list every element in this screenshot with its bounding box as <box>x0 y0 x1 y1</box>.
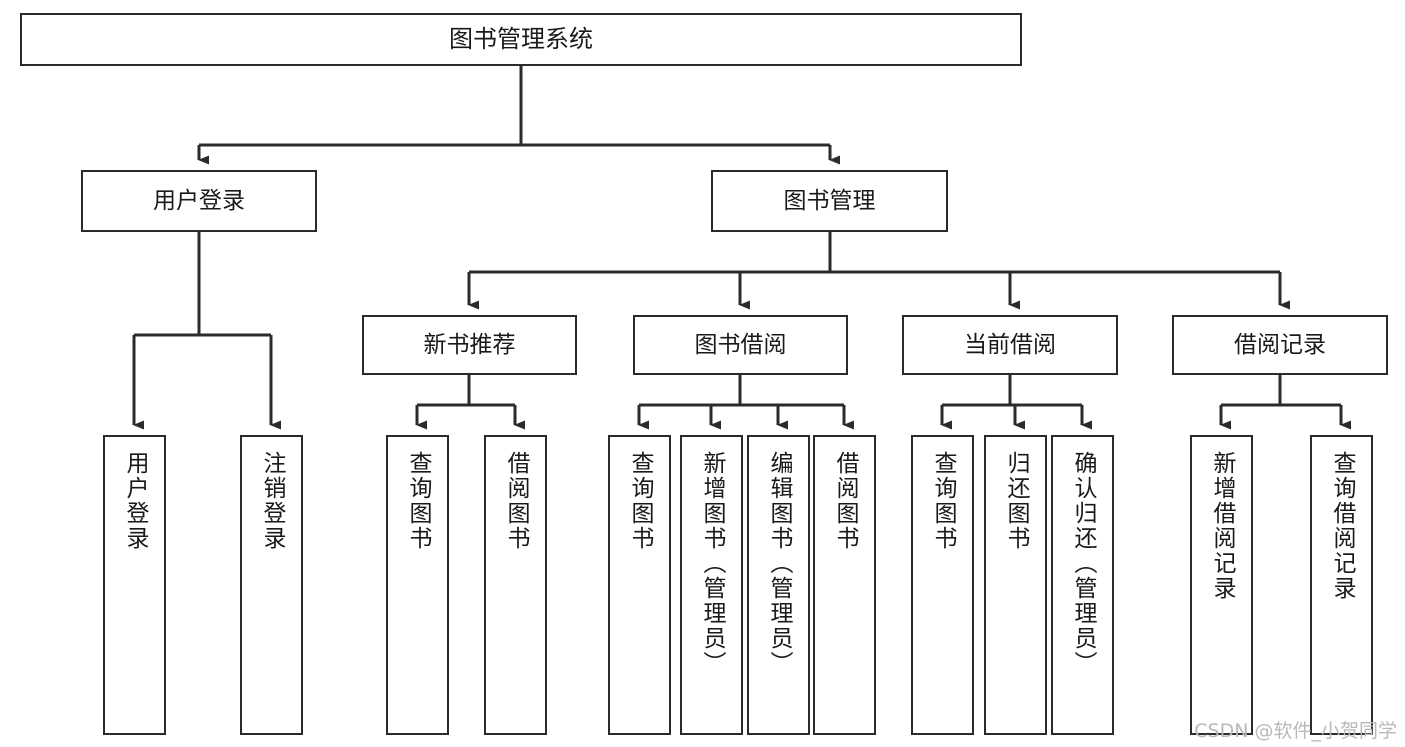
node-book-borrow-label: 图书借阅 <box>694 331 787 358</box>
node-user-login[interactable]: 用户登录 <box>81 170 317 232</box>
leaf-logout-label: 注销登录 <box>259 451 285 551</box>
leaf-query-book-1[interactable]: 查询图书 <box>386 435 449 735</box>
leaf-query-book-3-label: 查询图书 <box>930 451 956 551</box>
leaf-edit-book-label: 编辑图书（管理员） <box>766 451 792 676</box>
node-new-book-recommend-label: 新书推荐 <box>423 331 516 358</box>
leaf-return-book-label: 归还图书 <box>1003 451 1029 551</box>
leaf-user-login-label: 用户登录 <box>122 451 148 551</box>
leaf-logout[interactable]: 注销登录 <box>240 435 303 735</box>
node-root-label: 图书管理系统 <box>449 24 593 53</box>
leaf-query-borrow-record-label: 查询借阅记录 <box>1329 451 1355 601</box>
leaf-borrow-book-1[interactable]: 借阅图书 <box>484 435 547 735</box>
node-book-manage-label: 图书管理 <box>783 187 876 214</box>
node-new-book-recommend[interactable]: 新书推荐 <box>362 315 577 375</box>
node-current-borrow[interactable]: 当前借阅 <box>902 315 1118 375</box>
leaf-user-login[interactable]: 用户登录 <box>103 435 166 735</box>
leaf-query-book-3[interactable]: 查询图书 <box>911 435 974 735</box>
leaf-add-book[interactable]: 新增图书（管理员） <box>680 435 743 735</box>
node-book-manage[interactable]: 图书管理 <box>711 170 948 232</box>
watermark: CSDN @软件_小贺同学 <box>1194 720 1397 742</box>
leaf-add-book-label: 新增图书（管理员） <box>699 451 725 676</box>
leaf-query-borrow-record[interactable]: 查询借阅记录 <box>1310 435 1373 735</box>
leaf-borrow-book-2-label: 借阅图书 <box>832 451 858 551</box>
leaf-edit-book[interactable]: 编辑图书（管理员） <box>747 435 810 735</box>
leaf-borrow-book-1-label: 借阅图书 <box>503 451 529 551</box>
node-borrow-record-label: 借阅记录 <box>1234 331 1326 358</box>
node-current-borrow-label: 当前借阅 <box>964 331 1056 358</box>
leaf-query-book-2[interactable]: 查询图书 <box>608 435 671 735</box>
leaf-add-borrow-record[interactable]: 新增借阅记录 <box>1190 435 1253 735</box>
node-borrow-record[interactable]: 借阅记录 <box>1172 315 1388 375</box>
leaf-add-borrow-record-label: 新增借阅记录 <box>1209 451 1235 601</box>
leaf-confirm-return[interactable]: 确认归还（管理员） <box>1051 435 1114 735</box>
leaf-borrow-book-2[interactable]: 借阅图书 <box>813 435 876 735</box>
leaf-confirm-return-label: 确认归还（管理员） <box>1070 451 1096 676</box>
node-user-login-label: 用户登录 <box>153 187 245 214</box>
leaf-query-book-2-label: 查询图书 <box>627 451 653 551</box>
leaf-return-book[interactable]: 归还图书 <box>984 435 1047 735</box>
node-root[interactable]: 图书管理系统 <box>20 13 1022 66</box>
leaf-query-book-1-label: 查询图书 <box>405 451 431 551</box>
node-book-borrow[interactable]: 图书借阅 <box>633 315 848 375</box>
